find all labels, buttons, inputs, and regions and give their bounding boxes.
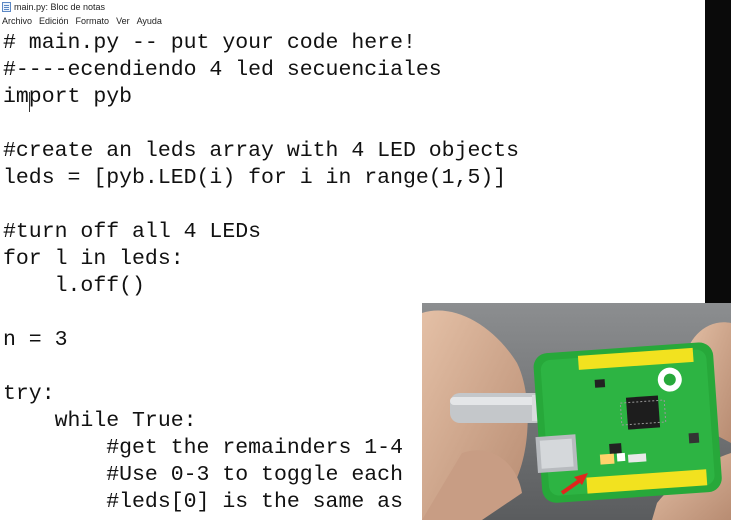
menu-formato[interactable]: Formato (75, 16, 110, 26)
code-line-2: #----ecendiendo 4 led secuenciales (3, 58, 442, 82)
code-line-8: #turn off all 4 LEDs (3, 220, 262, 244)
board-photo-icon (422, 303, 731, 520)
dark-background-strip (705, 0, 731, 305)
text-cursor (29, 92, 30, 112)
code-line-6: leds = [pyb.LED(i) for i in range(1,5)] (3, 166, 507, 190)
notepad-icon (2, 2, 11, 12)
code-line-14: try: (3, 382, 55, 406)
menu-edicion[interactable]: Edición (39, 16, 69, 26)
menu-archivo[interactable]: Archivo (2, 16, 33, 26)
code-line-12: n = 3 (3, 328, 68, 352)
code-line-3: import pyb (3, 85, 133, 109)
code-line-10: l.off() (3, 274, 145, 298)
menu-ayuda[interactable]: Ayuda (136, 16, 162, 26)
window-title: main.py: Bloc de notas (14, 2, 106, 12)
text-editor-area[interactable]: # main.py -- put your code here! #----ec… (0, 28, 705, 520)
code-line-5: #create an leds array with 4 LED objects (3, 139, 520, 163)
code-line-1: # main.py -- put your code here! (3, 31, 416, 55)
code-line-18: #leds[0] is the same as (3, 490, 403, 514)
code-line-9: for l in leds: (3, 247, 184, 271)
title-bar: main.py: Bloc de notas (0, 0, 731, 14)
code-line-15: while True: (3, 409, 197, 433)
code-line-16: #get the remainders 1-4 (3, 436, 403, 460)
menu-bar: Archivo Edición Formato Ver Ayuda (0, 14, 731, 28)
code-line-17: #Use 0-3 to toggle each (3, 463, 403, 487)
menu-ver[interactable]: Ver (116, 16, 130, 26)
webcam-overlay (422, 303, 731, 520)
